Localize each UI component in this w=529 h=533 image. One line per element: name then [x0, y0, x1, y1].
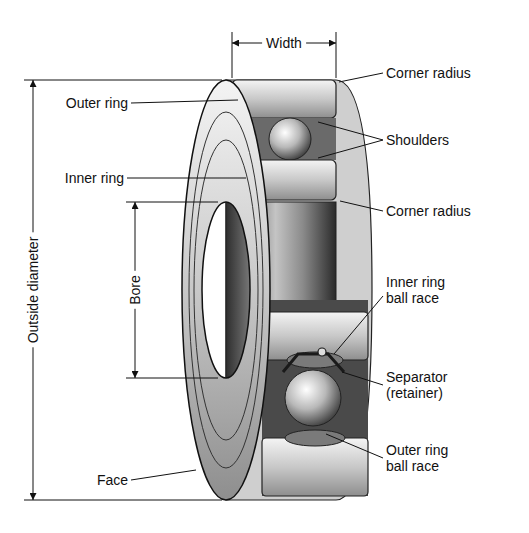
part-label: Shoulders	[386, 132, 449, 148]
part-label: Corner radius	[386, 203, 471, 219]
extension-line	[336, 32, 337, 78]
bearing-face	[182, 80, 270, 500]
extension-line	[232, 32, 233, 78]
separator-rivet	[318, 348, 326, 356]
leader-line	[318, 140, 383, 158]
dimension-label: Bore	[127, 271, 143, 309]
extension-line	[126, 378, 218, 379]
leader-line	[334, 296, 383, 354]
part-label: Separator (retainer)	[386, 369, 466, 401]
part-label: Face	[97, 472, 128, 488]
leader-line	[342, 372, 383, 385]
leader-line	[131, 100, 238, 103]
leader-line	[326, 434, 383, 458]
dimension-label: Width	[262, 35, 306, 51]
ball	[269, 118, 311, 160]
cutaway-opening	[262, 300, 368, 496]
leader-line	[340, 201, 383, 211]
outer-ring-cut	[262, 438, 368, 496]
extension-line	[24, 80, 222, 81]
extension-line	[24, 500, 222, 501]
leader-line	[127, 178, 246, 179]
part-label: Outer ring	[66, 95, 128, 111]
leader-line	[318, 122, 383, 140]
leader-line	[339, 73, 383, 82]
ring-edge	[194, 140, 258, 440]
ball	[285, 370, 341, 426]
ring-edge	[189, 112, 263, 468]
part-label: Inner ring	[65, 170, 124, 186]
leader-line	[131, 470, 196, 480]
extension-line	[126, 202, 218, 203]
part-label: Inner ring ball race	[386, 274, 466, 306]
part-label: Outer ring ball race	[386, 442, 466, 474]
dimension-label: Outside diameter	[25, 233, 41, 348]
separator	[283, 354, 344, 372]
part-label: Corner radius	[386, 65, 471, 81]
